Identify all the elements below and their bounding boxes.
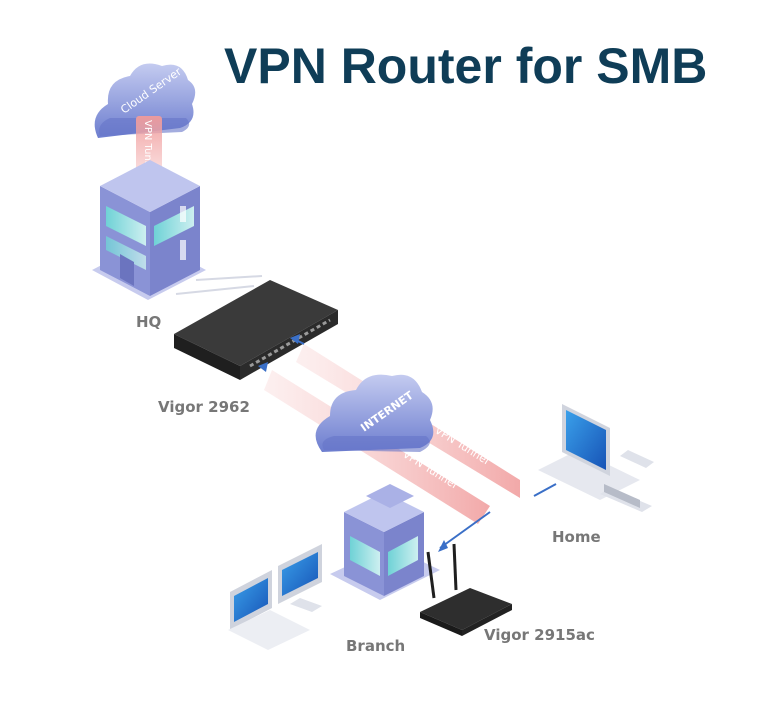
page-title: VPN Router for SMB (224, 38, 708, 94)
home-branch-link (438, 483, 557, 552)
home-phone-icon (620, 450, 654, 468)
branch-building-icon (330, 484, 440, 600)
hq-building-icon (92, 160, 206, 300)
branch-label: Branch (346, 637, 406, 655)
home-laptop-icon (538, 404, 640, 500)
vigor-2915ac-label: Vigor 2915ac (484, 626, 595, 644)
home-tablet-icon (600, 484, 652, 512)
home-label: Home (552, 528, 601, 546)
vpn-tunnel-hq-cloud-label: VPN Tunnel (142, 120, 153, 176)
internet-cloud-icon: INTERNET (315, 374, 434, 452)
vigor-2915ac-router-icon (420, 543, 512, 636)
vigor-2962-router-icon (174, 280, 338, 380)
cloud-server-icon: Cloud Server (94, 63, 196, 138)
vigor-2962-label: Vigor 2962 (158, 398, 250, 416)
branch-keyboard-icon (228, 610, 310, 650)
hq-label: HQ (136, 313, 162, 331)
inbound-arrows (258, 334, 305, 372)
hq-router-links (175, 275, 263, 295)
branch-monitor-right-icon (278, 544, 322, 612)
